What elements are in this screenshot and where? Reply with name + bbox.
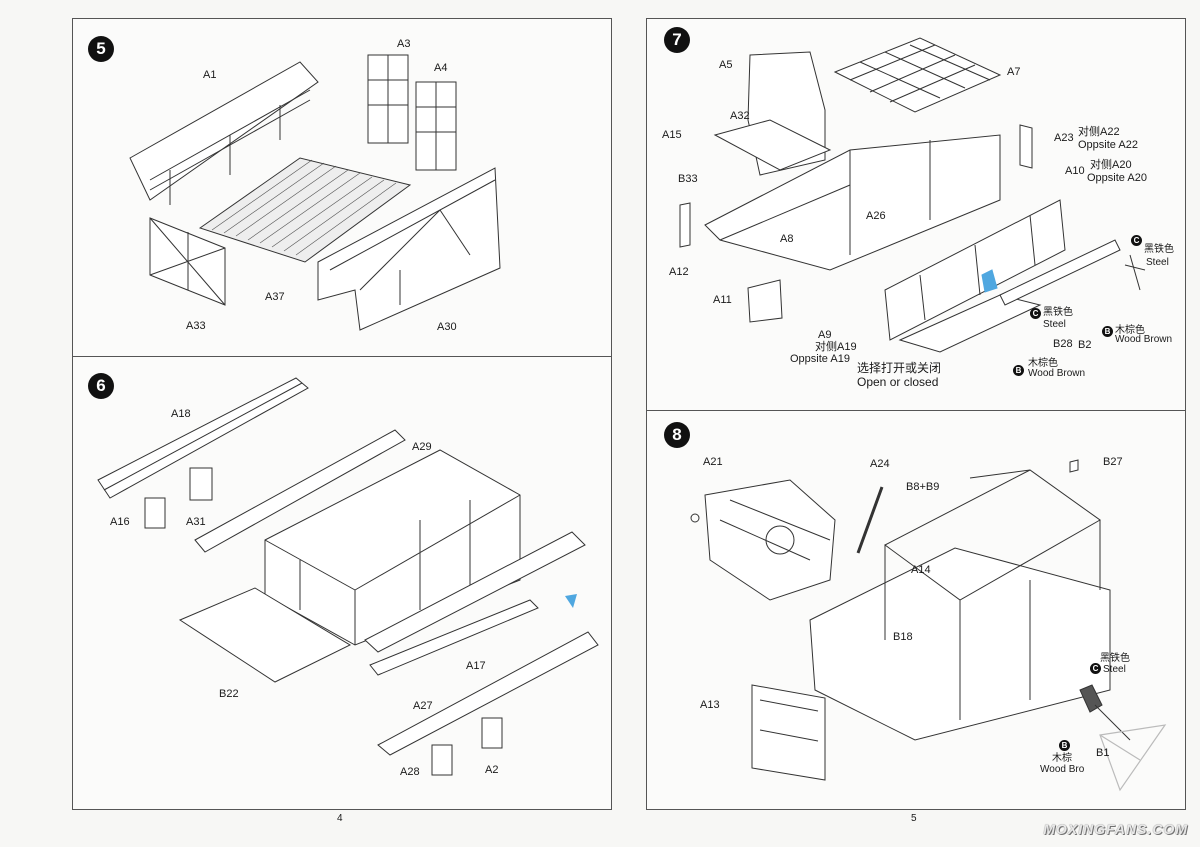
paint-cn-5: 黑铁色 [1100,653,1130,664]
watermark-plane-icon [1099,724,1167,792]
paint-cn-4: 木棕色 [1028,358,1058,369]
page-number-right: 5 [911,813,917,824]
part-label-a4: A4 [434,62,448,74]
part-label-b22: B22 [219,688,239,700]
part-label-a1: A1 [203,69,217,81]
paint-en-2: Steel [1043,319,1066,330]
part-label-a24: A24 [870,458,890,470]
open-closed-note: Open or closed [857,375,939,389]
paint-en-3: Wood Brown [1115,334,1173,345]
part-label-a10: A10 [1065,165,1085,177]
part-label-a16: A16 [110,516,130,528]
opposite-a22-cn: 对侧A22 [1078,126,1120,138]
step7-drawing [679,37,1146,353]
part-label-b18: B18 [893,631,913,643]
paint-code-c-2: C [1030,308,1041,319]
step-8-number: 8 [664,422,690,448]
part-label-a31: A31 [186,516,206,528]
part-label-a37: A37 [265,291,285,303]
opposite-a22: Oppsite A22 [1078,139,1138,151]
part-label-b8-b9: B8+B9 [906,481,940,493]
part-label-a8: A8 [780,233,794,245]
opposite-a19-cn: 对侧A19 [815,341,857,353]
step5-drawing [129,54,501,331]
part-label-a21: A21 [703,456,723,468]
part-label-a12: A12 [669,266,689,278]
paint-code-b-3: B [1059,740,1070,751]
part-label-b33: B33 [678,173,698,185]
paint-code-b-2: B [1013,365,1024,376]
part-label-a11: A11 [713,294,732,306]
part-label-a7: A7 [1007,66,1021,78]
part-label-a23: A23 [1054,132,1074,144]
paint-cn-2: 黑铁色 [1043,307,1073,318]
part-label-b28: B28 [1053,338,1073,350]
paint-code-b-1: B [1102,326,1113,337]
part-label-a32: A32 [730,110,750,122]
paint-cn-1: 黑铁色 [1144,244,1174,255]
part-label-a17: A17 [466,660,486,672]
watermark-text: MOXINGFANS.COM [1043,821,1188,837]
paint-cn-6: 木棕 [1052,753,1072,764]
part-label-a18: A18 [171,408,191,420]
paint-en-5: Steel [1103,664,1126,675]
part-label-a30: A30 [437,321,457,333]
paint-en-4: Wood Brown [1028,368,1086,379]
part-label-a26: A26 [866,210,886,222]
step8-drawing [690,459,1131,781]
part-label-a28: A28 [400,766,420,778]
paint-code-c-1: C [1131,235,1142,246]
part-label-a3: A3 [397,38,411,50]
step-6-number: 6 [88,373,114,399]
part-label-a15: A15 [662,129,682,141]
opposite-a20: Oppsite A20 [1087,172,1147,184]
part-label-b2: B2 [1078,339,1092,351]
paint-en-6: Wood Bro [1040,764,1085,775]
part-label-a5: A5 [719,59,733,71]
opposite-a20-cn: 对侧A20 [1090,159,1132,171]
part-label-a13: A13 [700,699,720,711]
part-label-a2: A2 [485,764,499,776]
part-label-a27: A27 [413,700,433,712]
step-5-number: 5 [88,36,114,62]
part-label-a33: A33 [186,320,206,332]
paint-en-1: Steel [1146,257,1169,268]
page-number-left: 4 [337,813,343,824]
opposite-a19: Oppsite A19 [790,353,850,365]
part-label-b27: B27 [1103,456,1123,468]
part-label-a29: A29 [412,441,432,453]
part-label-a9: A9 [818,329,832,341]
part-label-b1x: B1 [1096,747,1110,759]
part-label-a14: A14 [911,564,931,576]
paint-code-c-3: C [1090,663,1101,674]
open-closed-note-cn: 选择打开或关闭 [857,361,942,375]
paint-cn-3: 木棕色 [1115,325,1145,336]
step6-drawing [97,377,599,776]
direction-arrow-icon [565,594,577,608]
step-7-number: 7 [664,27,690,53]
